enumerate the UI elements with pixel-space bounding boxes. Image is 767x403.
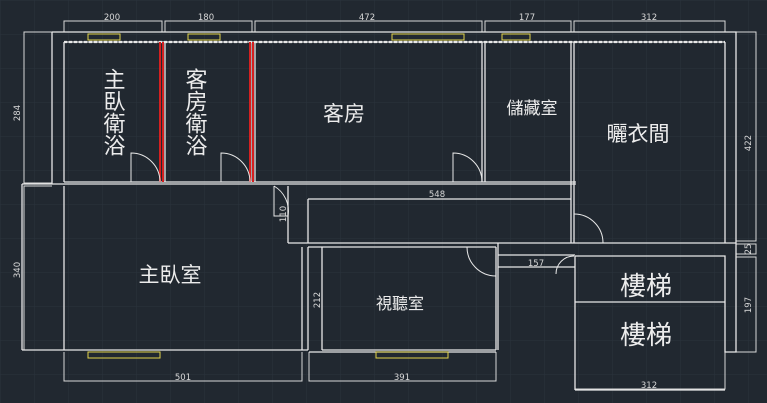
dim-bottom-501: 501 bbox=[175, 373, 191, 383]
room-guest-bath: 客房衛浴 bbox=[182, 68, 208, 156]
room-labels: 主臥衛浴 客房衛浴 客房 儲藏室 曬衣間 主臥室 視聽室 樓梯 樓梯 bbox=[100, 68, 673, 351]
top-dimension-lines bbox=[63, 20, 726, 32]
dimension-labels: 200 180 472 177 312 284 340 422 25 197 5… bbox=[13, 13, 754, 391]
dim-top-312: 312 bbox=[641, 13, 657, 23]
dim-av-212: 212 bbox=[313, 292, 323, 308]
dim-corridor-548: 548 bbox=[429, 190, 445, 200]
doors bbox=[130, 152, 604, 277]
dim-top-177: 177 bbox=[519, 13, 535, 23]
room-av-room: 視聽室 bbox=[376, 294, 424, 313]
red-partitions bbox=[159, 42, 254, 182]
room-storage: 儲藏室 bbox=[507, 99, 558, 119]
room-guest-room: 客房 bbox=[323, 102, 365, 126]
room-master-bath: 主臥衛浴 bbox=[100, 68, 126, 156]
dim-right-197: 197 bbox=[744, 297, 754, 313]
dim-top-180: 180 bbox=[198, 13, 214, 23]
dim-stair-157: 157 bbox=[528, 259, 544, 269]
dim-bottom-391: 391 bbox=[394, 373, 410, 383]
windows bbox=[87, 33, 531, 359]
room-stairs-upper: 樓梯 bbox=[620, 272, 672, 302]
dim-bottom-312: 312 bbox=[641, 381, 657, 391]
room-laundry: 曬衣間 bbox=[607, 122, 670, 146]
dim-top-200: 200 bbox=[104, 13, 120, 23]
dim-top-472: 472 bbox=[359, 13, 375, 23]
dim-corridor-110: 110 bbox=[279, 206, 289, 222]
dim-left-340: 340 bbox=[13, 262, 23, 278]
dim-right-25: 25 bbox=[744, 244, 754, 255]
room-master-bedroom: 主臥室 bbox=[139, 263, 202, 287]
room-stairs-lower: 樓梯 bbox=[620, 321, 672, 351]
dim-right-422: 422 bbox=[744, 135, 754, 151]
dim-left-284: 284 bbox=[13, 105, 23, 121]
right-dimension-lines bbox=[736, 31, 757, 353]
